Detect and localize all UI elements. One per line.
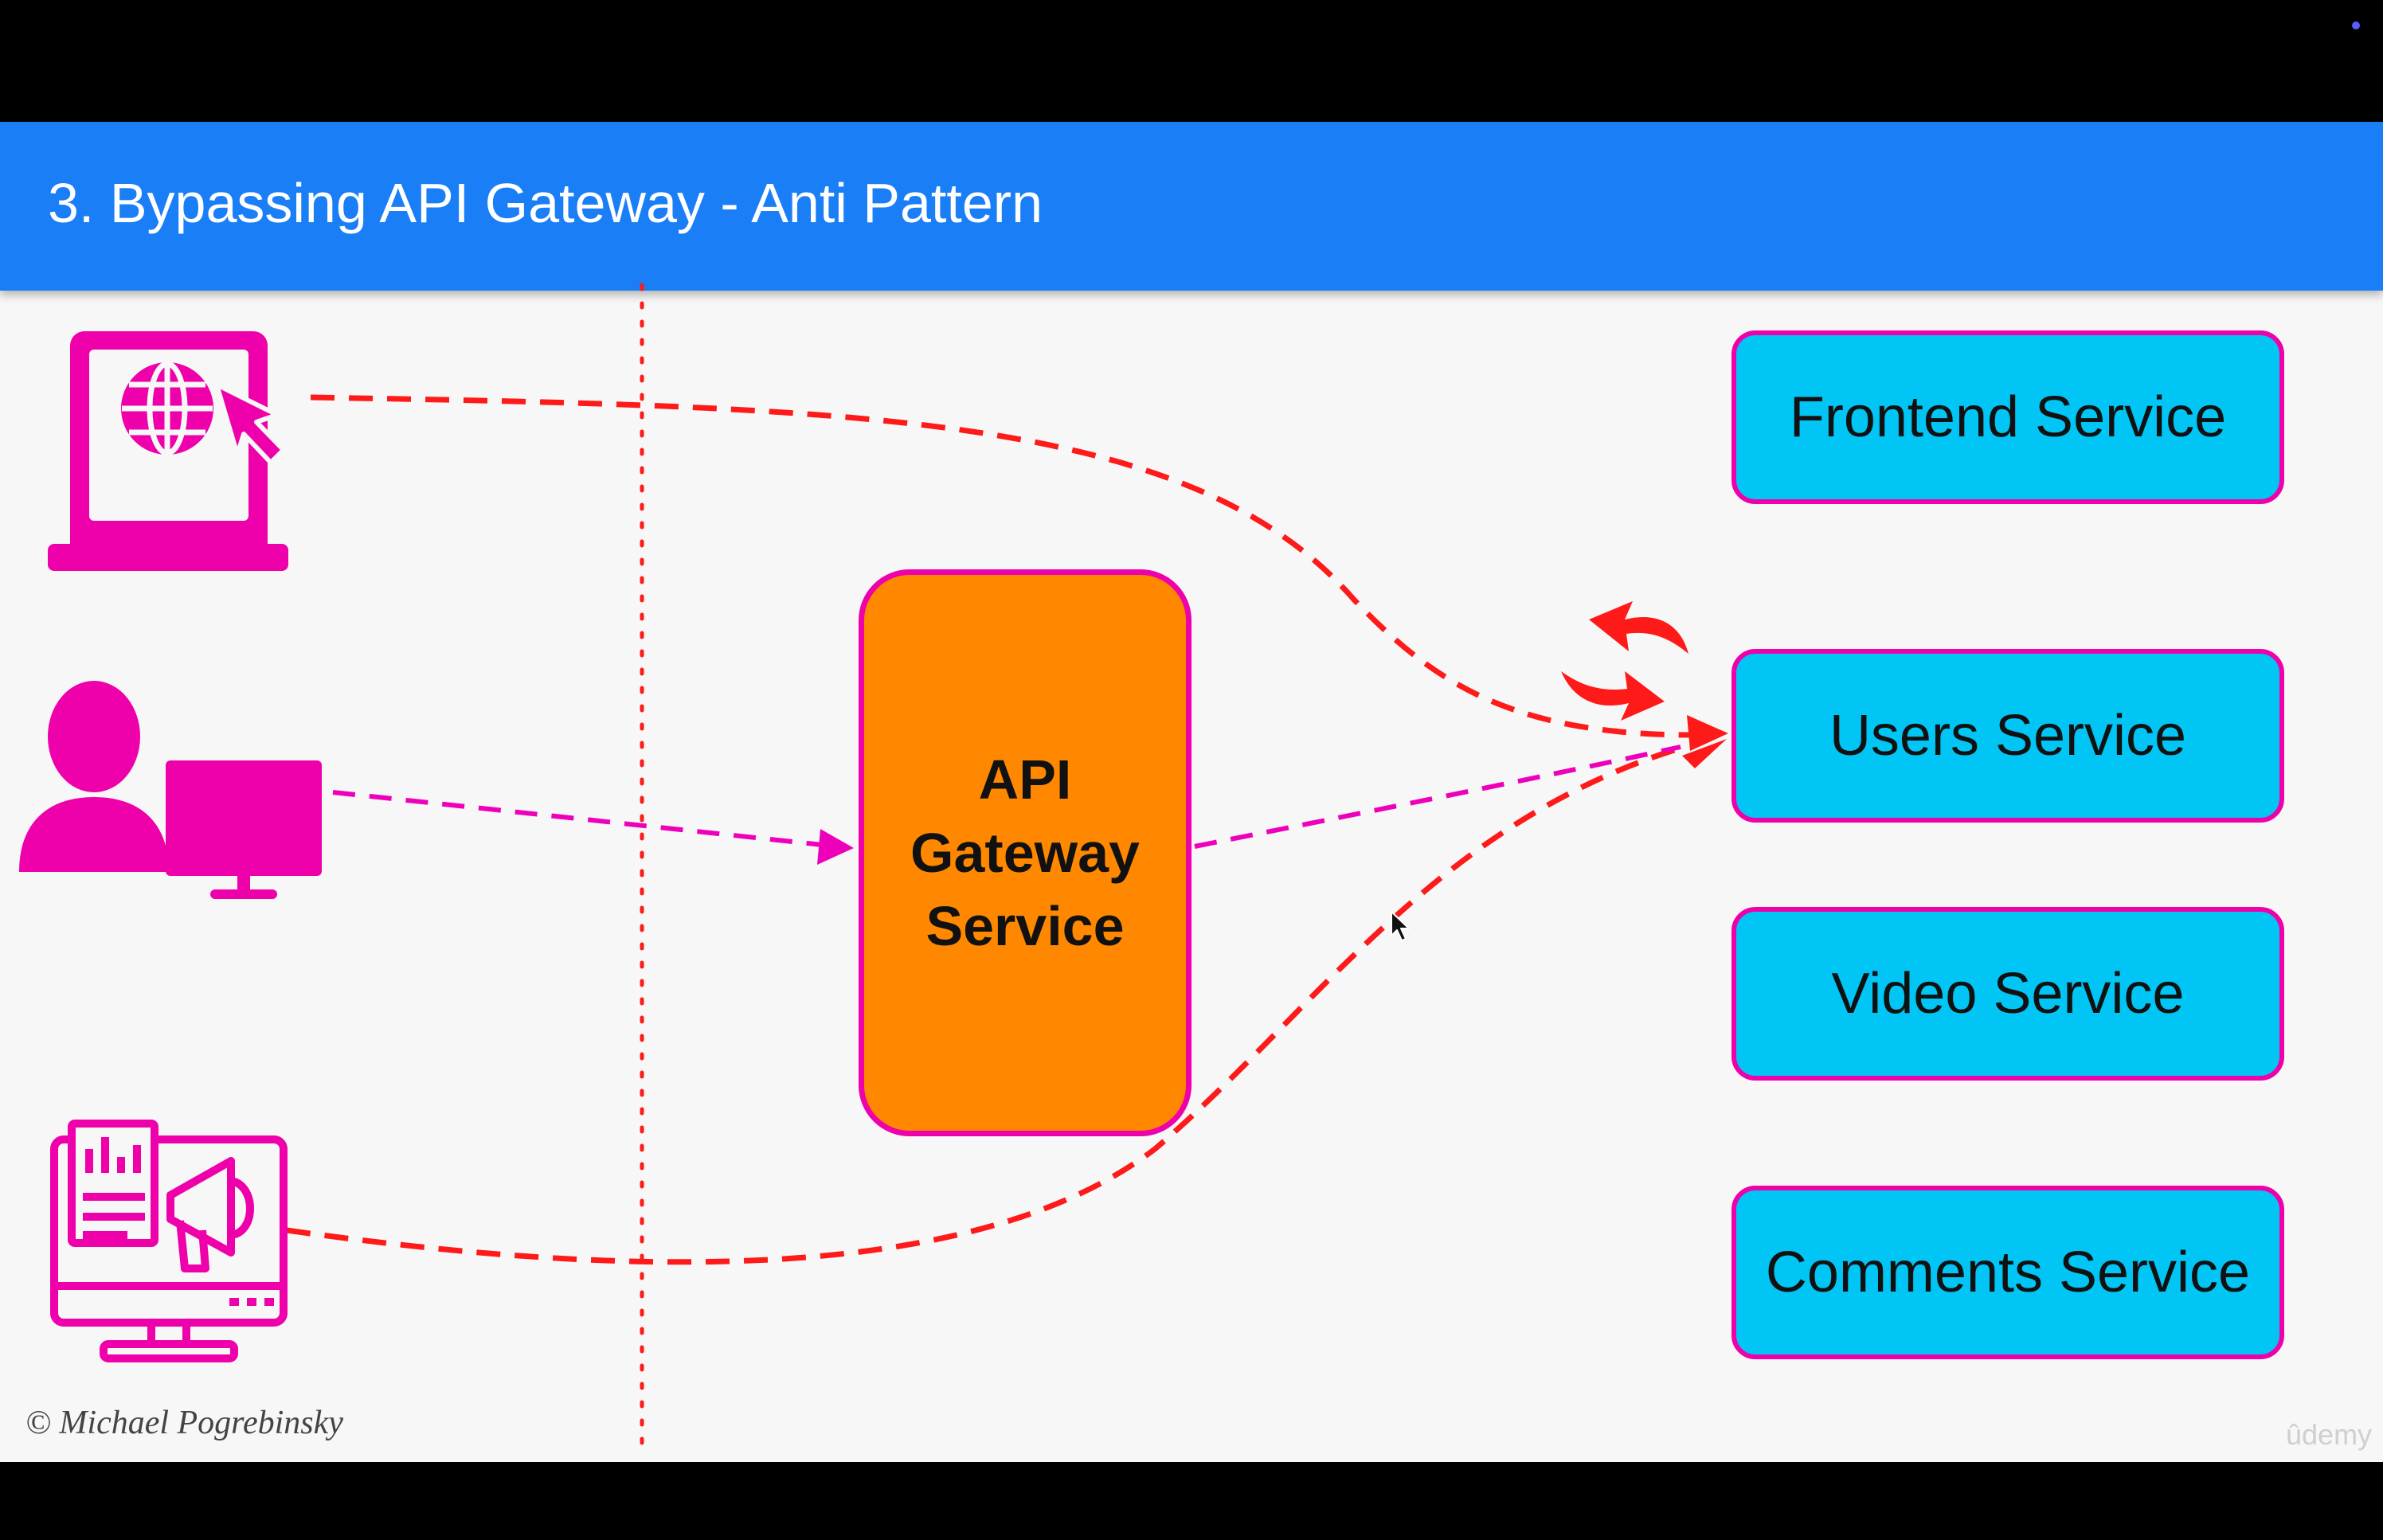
- slide-title: 3. Bypassing API Gateway - Anti Pattern: [48, 172, 1043, 234]
- web-browser-icon: [48, 331, 288, 571]
- api-gateway-service-label: API Gateway Service: [910, 749, 1140, 957]
- gateway-to-users-arrow: [1194, 745, 1681, 849]
- player-indicator-dot: [2352, 21, 2360, 29]
- udemy-watermark: ûdemy: [2286, 1418, 2373, 1451]
- copyright-notice: © Michael Pogrebinsky: [25, 1405, 343, 1441]
- comments-service-label: Comments Service: [1765, 1241, 2251, 1304]
- users-service-label: Users Service: [1829, 704, 2187, 768]
- desktop-user-icon: [19, 681, 322, 899]
- desktop-client-to-gateway-arrow: [332, 790, 823, 847]
- marketing-client-bypass-arrow: [286, 744, 1686, 1265]
- frontend-service-label: Frontend Service: [1789, 385, 2227, 449]
- exchange-arrows-icon: [1561, 601, 1688, 721]
- video-service-box: Video Service: [1731, 907, 2284, 1081]
- users-arrowhead-top: [1687, 715, 1728, 751]
- title-bar: 3. Bypassing API Gateway - Anti Pattern: [0, 122, 2383, 291]
- gateway-arrowhead: [817, 829, 854, 865]
- comments-service-box: Comments Service: [1731, 1186, 2284, 1359]
- slide: 3. Bypassing API Gateway - Anti Pattern: [0, 122, 2383, 1462]
- web-client-bypass-arrow: [310, 394, 1693, 738]
- marketing-dashboard-icon: [50, 1120, 288, 1362]
- frontend-service-box: Frontend Service: [1731, 330, 2284, 504]
- users-arrowhead-bottom: [1682, 739, 1727, 768]
- mouse-cursor-icon: [1391, 911, 1410, 941]
- api-gateway-service-box: API Gateway Service: [859, 569, 1192, 1136]
- users-service-box: Users Service: [1731, 649, 2284, 823]
- diagram-canvas: [19, 283, 1728, 1458]
- video-service-label: Video Service: [1831, 962, 2185, 1026]
